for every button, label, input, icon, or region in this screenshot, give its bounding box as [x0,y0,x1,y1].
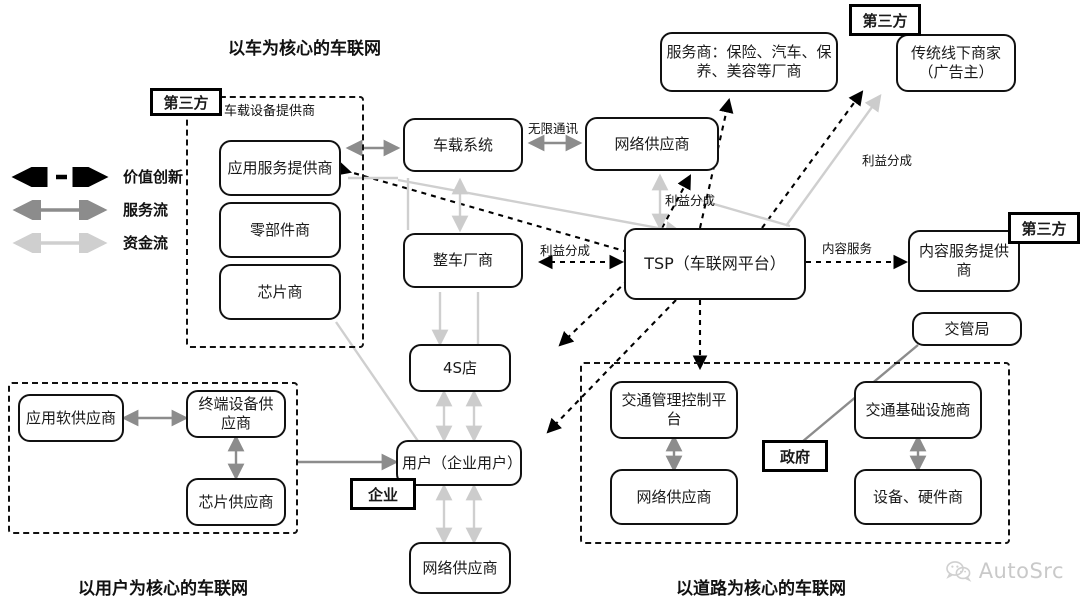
node-label: 网络供应商 [636,487,712,506]
node-label: 交通基础设施商 [865,400,971,419]
wechat-icon [945,560,972,582]
node-label: 服务商：保险、汽车、保养、美容等厂商 [666,43,832,80]
node-chip-supplier[interactable]: 芯片供应商 [186,478,286,526]
edge-label-profit-share-network: 利益分成 [665,193,716,208]
node-label: 交通管理控制平台 [621,391,727,428]
node-user-enterprise[interactable]: 用户（企业用户） [396,440,522,486]
node-label: 传统线下商家（广告主） [910,44,1001,81]
node-label: 交管局 [944,319,990,338]
solid-arrow-icon [8,195,113,224]
node-label: 用户（企业用户） [402,453,523,472]
node-label: 网络供应商 [614,134,690,153]
tag-third-party-left[interactable]: 第三方 [150,88,222,116]
node-label: 应用软供应商 [25,408,116,427]
node-vehicle-manufacturer[interactable]: 整车厂商 [403,233,523,288]
legend-label: 资金流 [123,234,169,252]
node-label: 芯片供应商 [198,492,274,511]
node-label: 芯片商 [257,282,303,301]
node-vehicle-system[interactable]: 车载系统 [403,118,523,172]
node-network-provider-top[interactable]: 网络供应商 [585,117,719,171]
node-label: 应用服务提供商 [227,158,333,177]
light-arrow-icon [8,228,113,257]
legend: 价值创新 服务流 [8,158,184,259]
node-traffic-bureau[interactable]: 交管局 [912,312,1022,346]
node-traffic-infrastructure[interactable]: 交通基础设施商 [854,381,982,439]
legend-label: 价值创新 [123,168,184,186]
tag-label: 第三方 [1021,219,1067,238]
legend-item-service-flow: 服务流 [8,193,183,226]
node-service-providers[interactable]: 服务商：保险、汽车、保养、美容等厂商 [660,32,838,92]
edge-label-profit-share-manufacturer: 利益分成 [540,243,591,258]
tag-label: 企业 [367,485,398,504]
node-offline-merchant[interactable]: 传统线下商家（广告主） [896,34,1016,92]
tag-third-party-right[interactable]: 第三方 [1008,212,1080,244]
tag-label: 政府 [779,447,810,466]
node-chip-maker[interactable]: 芯片商 [219,264,341,320]
node-terminal-device-supplier[interactable]: 终端设备供应商 [186,390,286,438]
watermark-text: AutoSrc [978,559,1064,583]
node-equipment-hardware[interactable]: 设备、硬件商 [854,469,982,525]
section-title-user: 以用户为核心的车联网 [78,579,248,599]
edge-label-profit-share-advertiser: 利益分成 [862,153,913,168]
node-parts-supplier[interactable]: 零部件商 [219,202,341,258]
tag-label: 第三方 [862,11,908,30]
tag-government[interactable]: 政府 [762,440,828,472]
node-label: 零部件商 [249,220,310,239]
user-core-group [8,382,298,534]
node-traffic-control-platform[interactable]: 交通管理控制平台 [610,381,738,439]
tag-enterprise[interactable]: 企业 [350,478,416,510]
section-title-road: 以道路为核心的车联网 [676,579,846,599]
node-network-provider-road[interactable]: 网络供应商 [610,469,738,525]
node-label: 4S店 [442,358,478,377]
node-network-provider-user[interactable]: 网络供应商 [409,542,511,594]
node-label: TSP（车联网平台） [644,254,786,273]
node-label: 终端设备供应商 [198,395,274,432]
section-title-car: 以车为核心的车联网 [228,39,381,59]
node-label: 车载系统 [432,135,493,154]
dashed-arrow-icon [8,158,113,195]
node-label: 内容服务提供商 [918,242,1009,279]
edge-label-content-service: 内容服务 [822,241,873,256]
device-provider-group-label: 车载设备提供商 [222,100,318,119]
node-content-service-provider[interactable]: 内容服务提供商 [908,230,1020,292]
legend-label: 服务流 [123,201,169,219]
node-label: 网络供应商 [422,558,498,577]
node-label: 设备、硬件商 [872,487,963,506]
node-app-software-supplier[interactable]: 应用软供应商 [18,394,124,442]
edge-label-wireless-comm: 无限通讯 [528,121,579,136]
node-dealership-4s[interactable]: 4S店 [409,344,511,392]
tag-third-party-top[interactable]: 第三方 [849,4,921,36]
node-label: 整车厂商 [432,251,493,270]
node-app-service-provider[interactable]: 应用服务提供商 [219,140,341,196]
node-tsp[interactable]: TSP（车联网平台） [624,228,806,300]
tag-label: 第三方 [163,93,209,112]
watermark: AutoSrc [945,559,1064,583]
legend-item-value-innovation: 价值创新 [8,158,184,195]
legend-item-capital-flow: 资金流 [8,226,183,259]
